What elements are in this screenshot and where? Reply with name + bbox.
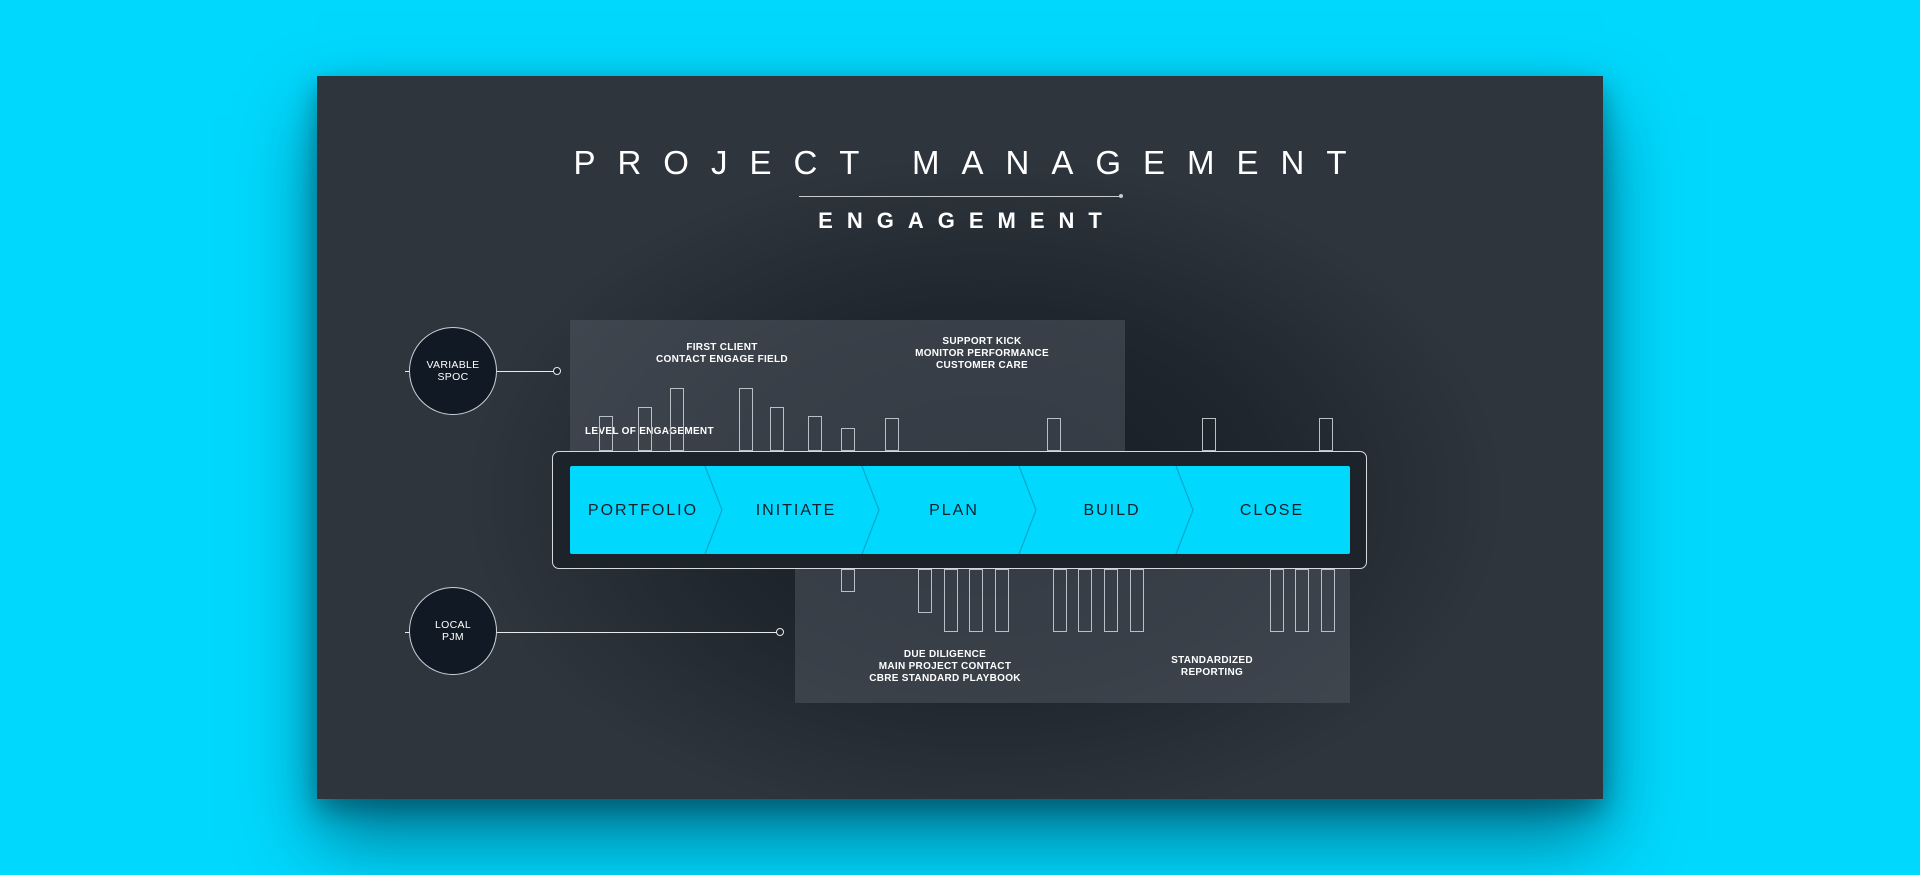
upper-engagement-panel (570, 320, 1125, 475)
step-portfolio: PORTFOLIO (587, 502, 699, 519)
engagement-bar (1104, 569, 1118, 632)
page-title: PROJECT MANAGEMENT (573, 144, 1369, 181)
page-subtitle: ENGAGEMENT (818, 208, 1116, 233)
annotation-due-diligence: DUE DILIGENCE MAIN PROJECT CONTACT CBRE … (835, 649, 1055, 685)
annotation-line: CONTACT ENGAGE FIELD (656, 354, 788, 365)
annotation-line: SUPPORT KICK (942, 336, 1022, 347)
badge-line: SPOC (437, 371, 469, 383)
annotation-line: MONITOR PERFORMANCE (915, 348, 1049, 359)
engagement-bar (599, 416, 613, 451)
engagement-bar (638, 407, 652, 451)
engagement-bar (841, 428, 855, 451)
engagement-bar (969, 569, 983, 632)
engagement-bar (1053, 569, 1067, 632)
engagement-bar (885, 418, 899, 451)
step-close: CLOSE (1239, 502, 1305, 519)
engagement-bar (1295, 569, 1309, 632)
process-band (570, 466, 1350, 554)
engagement-bar (995, 569, 1009, 632)
engagement-bar (1047, 418, 1061, 451)
local-pjm-badge: LOCAL PJM (409, 587, 497, 675)
slide: PROJECT MANAGEMENT ENGAGEMENT FIRST CLIE… (317, 76, 1603, 799)
annotation-first-client: FIRST CLIENT CONTACT ENGAGE FIELD (622, 342, 822, 366)
engagement-bar (1202, 418, 1216, 451)
engagement-bar (739, 388, 753, 451)
step-build: BUILD (1083, 502, 1141, 519)
level-of-engagement-label: LEVEL OF ENGAGEMENT (585, 426, 714, 437)
engagement-bar (1321, 569, 1335, 632)
annotation-line: CBRE STANDARD PLAYBOOK (869, 673, 1021, 684)
step-plan: PLAN (929, 502, 979, 519)
annotation-line: STANDARDIZED (1171, 655, 1253, 666)
annotation-standardized-reporting: STANDARDIZED REPORTING (1137, 655, 1287, 679)
annotation-line: FIRST CLIENT (686, 342, 758, 353)
engagement-bar (1078, 569, 1092, 632)
engagement-bar (1130, 569, 1144, 632)
step-initiate: INITIATE (755, 502, 837, 519)
annotation-line: CUSTOMER CARE (935, 360, 1029, 371)
pjm-connector-line (405, 628, 784, 636)
engagement-bar (770, 407, 784, 451)
engagement-bar (808, 416, 822, 451)
engagement-bar (944, 569, 958, 632)
chevron-divider (1175, 466, 1194, 554)
badge-line: VARIABLE (426, 359, 480, 371)
annotation-line: DUE DILIGENCE (903, 649, 987, 660)
engagement-bar (1319, 418, 1333, 451)
engagement-bar (918, 569, 932, 613)
chevron-dividers (704, 466, 1194, 554)
chevron-divider (861, 466, 880, 554)
engagement-bar (841, 569, 855, 592)
chevron-divider (1018, 466, 1037, 554)
title-divider (799, 194, 1123, 198)
annotation-support-kick: SUPPORT KICK MONITOR PERFORMANCE CUSTOME… (877, 336, 1087, 372)
variable-spoc-badge: VARIABLE SPOC (409, 327, 497, 415)
lower-engagement-panel (795, 556, 1350, 703)
engagement-bar (670, 388, 684, 451)
badge-line: LOCAL (435, 619, 471, 631)
chevron-divider (704, 466, 723, 554)
badge-line: PJM (442, 631, 464, 643)
engagement-bar (1270, 569, 1284, 632)
annotation-line: MAIN PROJECT CONTACT (878, 661, 1012, 672)
annotation-line: REPORTING (1180, 667, 1244, 678)
